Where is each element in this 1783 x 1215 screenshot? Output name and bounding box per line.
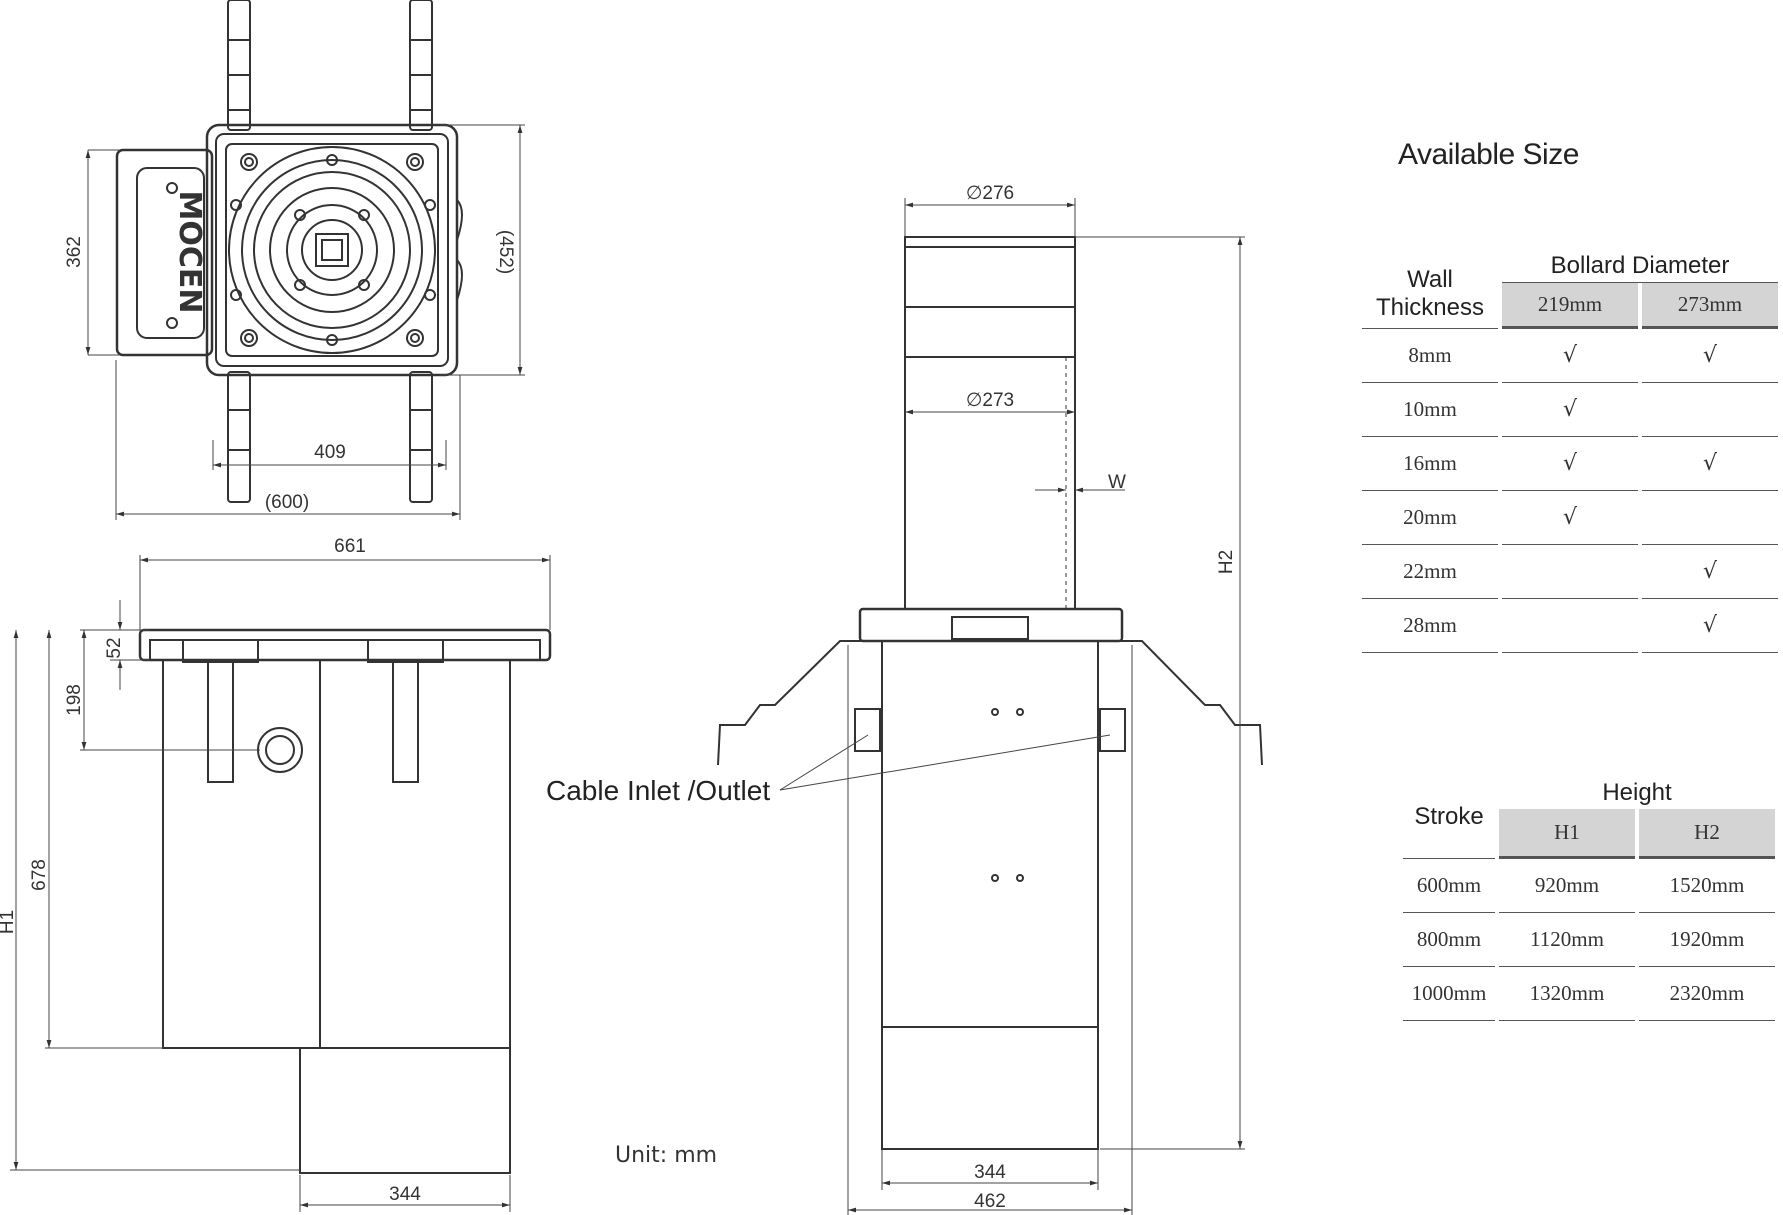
table-row: 20mm√ [1362,491,1778,545]
table-row: 28mm √ [1362,599,1778,653]
stroke-cell: 1000mm [1403,967,1495,1021]
dim-344-center: 344 [974,1162,1006,1183]
top-view [115,0,463,503]
check-219-cell [1502,599,1638,653]
front-view [138,628,552,1174]
dim-198: 198 [64,684,85,716]
unit-label: Unit: mm [615,1143,717,1168]
check-219-cell [1502,545,1638,599]
check-273-cell: √ [1642,329,1778,383]
dim-362: 362 [64,236,85,268]
front-view-dimensions [10,555,551,1212]
check-273-cell: √ [1642,599,1778,653]
check-219-cell: √ [1502,383,1638,437]
stroke-row-header: Stroke [1403,766,1495,859]
bollard-view [717,236,1263,1150]
logo-text: MOCEN [172,191,207,314]
check-219-cell: √ [1502,437,1638,491]
cable-inlet-label: Cable Inlet /Outlet [546,775,770,806]
check-273-cell [1642,383,1778,437]
wall-thickness-cell: 8mm [1362,329,1498,383]
table-row: 10mm√ [1362,383,1778,437]
dim-w: W [1108,472,1126,493]
h2-cell: 2320mm [1639,967,1775,1021]
dim-h2: H2 [1216,550,1237,574]
col-h2: H2 [1639,808,1775,859]
dim-h1: H1 [0,910,18,934]
table-row: 16mm√√ [1362,437,1778,491]
col-273: 273mm [1642,283,1778,329]
check-273-cell: √ [1642,437,1778,491]
h2-cell: 1520mm [1639,859,1775,913]
wall-thickness-cell: 20mm [1362,491,1498,545]
dim-409: 409 [314,442,346,463]
dim-344-left: 344 [389,1184,421,1205]
dim-52: 52 [104,637,125,658]
check-219-cell: √ [1502,329,1638,383]
wall-row-header: Wall Thickness [1362,240,1498,329]
dim-452: (452) [495,230,516,274]
dim-678: 678 [29,859,50,891]
table-row: 22mm √ [1362,545,1778,599]
h1-cell: 920mm [1499,859,1635,913]
check-273-cell [1642,491,1778,545]
check-219-cell: √ [1502,491,1638,545]
wall-thickness-cell: 22mm [1362,545,1498,599]
stroke-cell: 800mm [1403,913,1495,967]
dim-462: 462 [974,1191,1006,1212]
table-row: 8mm√√ [1362,329,1778,383]
wall-thickness-cell: 16mm [1362,437,1498,491]
dim-273: ∅273 [966,390,1014,411]
h1-cell: 1320mm [1499,967,1635,1021]
h2-cell: 1920mm [1639,913,1775,967]
dim-661: 661 [334,536,366,557]
wall-thickness-table: Wall Thickness Bollard Diameter 219mm 27… [1358,240,1782,653]
bollard-diameter-header: Bollard Diameter [1502,240,1778,284]
stroke-cell: 600mm [1403,859,1495,913]
dim-276: ∅276 [966,183,1014,204]
bollard-dimensions [779,198,1245,1215]
h1-cell: 1120mm [1499,913,1635,967]
top-view-dimensions [85,124,525,520]
height-header: Height [1602,778,1672,806]
col-219: 219mm [1502,283,1638,329]
col-h1: H1 [1499,808,1635,859]
wall-thickness-cell: 10mm [1362,383,1498,437]
check-273-cell: √ [1642,545,1778,599]
page-title: Available Size [1398,138,1579,171]
wall-thickness-cell: 28mm [1362,599,1498,653]
dim-600: (600) [265,492,309,513]
